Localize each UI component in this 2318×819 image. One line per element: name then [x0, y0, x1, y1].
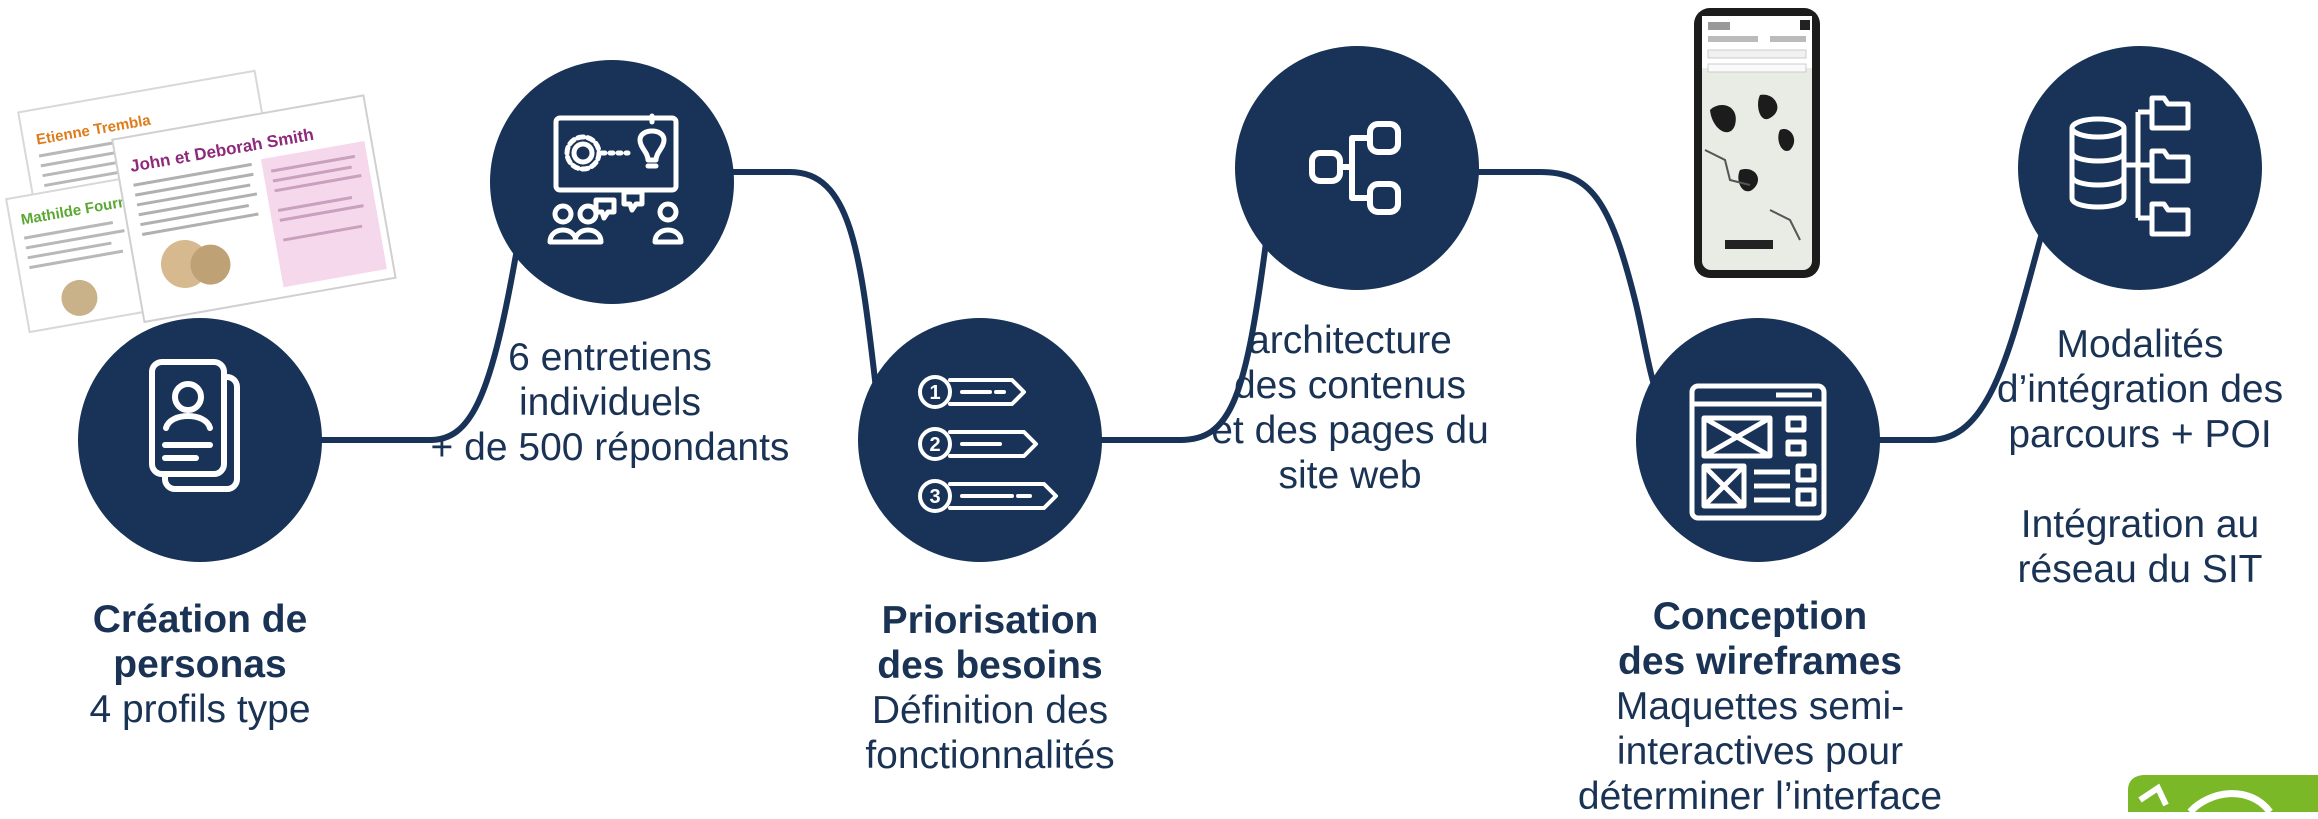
node-integration	[2018, 46, 2262, 290]
step-priorisation-sub-2: fonctionnalités	[865, 734, 1115, 777]
step-personas-title-2: personas	[113, 643, 287, 686]
step-integration-label: Modalités d’intégration des parcours + P…	[1970, 322, 2310, 592]
step-wireframes-sub-2: interactives pour	[1616, 730, 1904, 773]
step-architecture-line-4: site web	[1278, 454, 1422, 497]
sitemap-icon	[1309, 121, 1401, 215]
persona-card-icon	[149, 359, 240, 492]
step-architecture-line-2: des contenus	[1233, 364, 1466, 407]
node-interviews	[490, 60, 734, 304]
step-personas-label: Création de personas 4 profils type	[40, 597, 360, 732]
persona-cards-illustration: Etienne Trembla Mathilde Fourn John et D…	[5, 69, 397, 334]
phone-mockup	[1694, 8, 1820, 278]
step-priorisation-title-2: des besoins	[877, 644, 1103, 687]
step-architecture-line-1: architecture	[1248, 319, 1452, 362]
database-folders-icon	[2069, 95, 2191, 237]
step-interviews-label: 6 entretiens individuels + de 500 répond…	[410, 335, 810, 470]
step-interviews-line-3: + de 500 répondants	[430, 426, 790, 469]
step-integration-line-2: d’intégration des	[1996, 368, 2284, 411]
step-integration-line-4: Intégration au	[2020, 503, 2260, 546]
step-personas-title-1: Création de	[92, 598, 308, 641]
step-wireframes-sub-3: déterminer l’interface	[1577, 775, 1943, 818]
wireframe-icon	[1689, 383, 1827, 521]
step-priorisation-label: Priorisation des besoins Définition des …	[830, 598, 1150, 778]
svg-text:1: 1	[929, 382, 940, 404]
step-wireframes-title-1: Conception	[1652, 595, 1868, 638]
step-interviews-line-1: 6 entretiens	[508, 336, 712, 379]
step-priorisation-title-1: Priorisation	[881, 599, 1099, 642]
node-priorisation: 1 2 3	[858, 318, 1102, 562]
node-personas	[78, 318, 322, 562]
svg-text:2: 2	[929, 434, 940, 456]
workshop-icon	[547, 113, 684, 245]
node-architecture	[1235, 46, 1479, 290]
step-personas-subtitle: 4 profils type	[89, 688, 311, 731]
svg-text:3: 3	[929, 486, 940, 508]
step-wireframes-sub-1: Maquettes semi-	[1615, 685, 1905, 728]
step-integration-line-3: parcours + POI	[2008, 413, 2272, 456]
step-integration-line-5: réseau du SIT	[2017, 548, 2263, 591]
step-wireframes-title-2: des wireframes	[1618, 640, 1902, 683]
step-interviews-line-2: individuels	[518, 381, 702, 424]
priority-list-icon	[918, 375, 1058, 513]
step-architecture-line-3: et des pages du	[1211, 409, 1489, 452]
logo	[2128, 775, 2318, 812]
step-wireframes-label: Conception des wireframes Maquettes semi…	[1540, 594, 1980, 819]
step-priorisation-sub-1: Définition des	[871, 689, 1109, 732]
step-architecture-label: architecture des contenus et des pages d…	[1180, 318, 1520, 498]
step-integration-line-1: Modalités	[2056, 323, 2224, 366]
node-wireframes	[1636, 318, 1880, 562]
